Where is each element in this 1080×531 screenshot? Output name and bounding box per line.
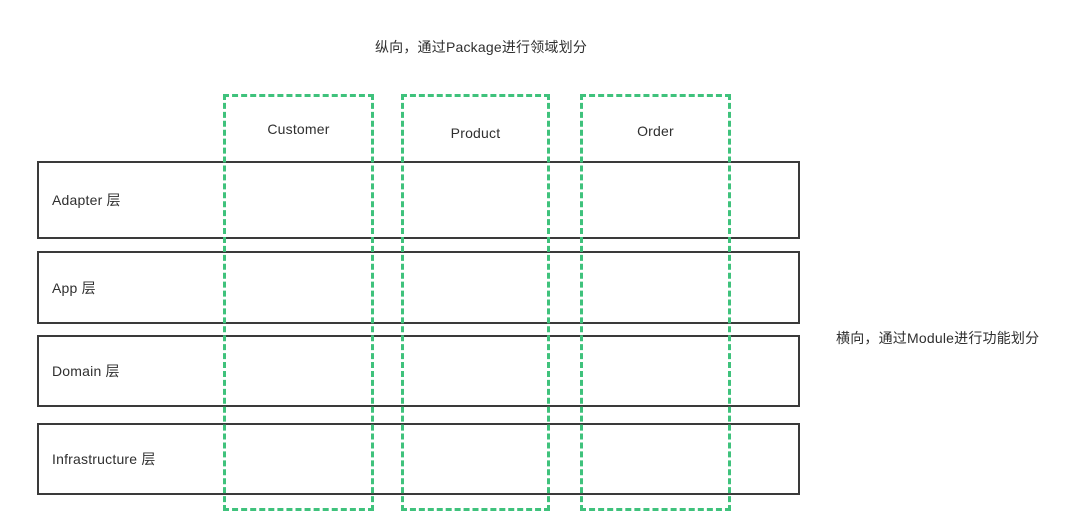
layer-row-label: Adapter 层 (52, 192, 121, 208)
package-column-label: Customer (267, 121, 330, 137)
diagram-title: 纵向，通过Package进行领域划分 (374, 39, 588, 55)
layer-row[interactable]: Domain 层 (37, 335, 800, 407)
side-caption: 横向，通过Module进行功能划分 (836, 330, 1040, 346)
package-column-label: Product (450, 125, 501, 141)
layer-row-label: Infrastructure 层 (52, 451, 156, 467)
package-column-label: Order (637, 123, 674, 139)
layer-row-label: App 层 (52, 279, 96, 296)
package-column[interactable] (401, 94, 550, 511)
layer-row-label: Domain 层 (52, 363, 120, 379)
layer-row[interactable]: Infrastructure 层 (37, 423, 800, 495)
layer-row[interactable]: App 层 (37, 251, 800, 324)
layer-row[interactable]: Adapter 层 (37, 161, 800, 239)
package-column[interactable] (580, 94, 731, 511)
package-column[interactable] (223, 94, 374, 511)
